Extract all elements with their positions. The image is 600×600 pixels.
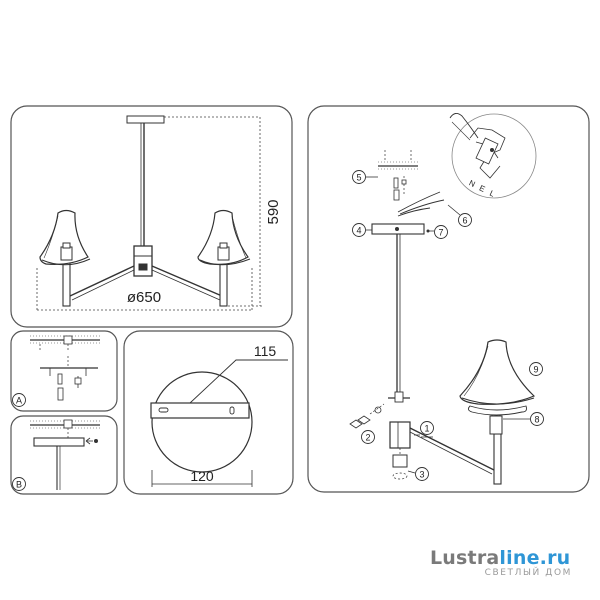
svg-text:A: A [16, 396, 22, 406]
step-4-badge [352, 223, 366, 237]
step-1-label: 1 [424, 424, 429, 434]
step-6-label: 6 [462, 216, 467, 226]
wire-n-label: N [468, 178, 477, 189]
step-9-label: 9 [533, 365, 538, 375]
step-a-badge [12, 393, 26, 407]
overview-panel: 590 ø650 [10, 105, 293, 328]
step-2-label: 2 [365, 433, 370, 443]
diameter-label: ø650 [127, 289, 161, 306]
step-5-badge [352, 170, 366, 184]
plate-panel: 115 120 [123, 330, 294, 495]
logo-brand-a: Lustra [430, 547, 500, 569]
wire-l-label: L [488, 189, 496, 199]
step-b-badge [12, 477, 26, 491]
svg-text:B: B [16, 480, 22, 490]
logo-wordmark: Lustraline.ru [430, 548, 590, 568]
logo-brand-b: line.ru [499, 547, 571, 569]
height-label: 590 [265, 199, 282, 224]
step-2-badge [361, 430, 375, 444]
step-3-badge [415, 467, 429, 481]
step-b-panel: B [10, 415, 118, 495]
central-hub [133, 245, 153, 277]
wiring-inset: N E L [449, 113, 537, 199]
step-4-label: 4 [356, 226, 361, 236]
step-7-label: 7 [438, 228, 443, 238]
step-1-badge [420, 421, 434, 435]
shade [459, 339, 536, 416]
step-9-badge [529, 362, 543, 376]
step-3-label: 3 [419, 470, 424, 480]
step-8-badge [530, 412, 544, 426]
diameter-dimension [36, 268, 253, 312]
logo-tagline: СВЕТЛЫЙ ДОМ [484, 568, 572, 578]
plate-circle [151, 371, 253, 473]
step-5-label: 5 [356, 173, 361, 183]
right-lamp [197, 209, 251, 307]
ceiling-plate [126, 115, 165, 124]
step-7-badge [434, 225, 448, 239]
watermark-logo: Lustraline.ru СВЕТЛЫЙ ДОМ [430, 548, 590, 579]
height-dimension [164, 116, 264, 307]
step-b-canopy [33, 437, 85, 447]
plate-diameter-label: 120 [190, 468, 214, 484]
exploded-panel: N E L [307, 105, 590, 493]
wire-e-label: E [478, 184, 487, 194]
hub [389, 421, 411, 449]
plate-length-label: 115 [254, 343, 277, 359]
mounting-bar [150, 402, 250, 419]
left-lamp [39, 209, 91, 307]
step-8-label: 8 [534, 415, 539, 425]
step-a-panel: A [10, 330, 118, 412]
step-6-badge [458, 213, 472, 227]
